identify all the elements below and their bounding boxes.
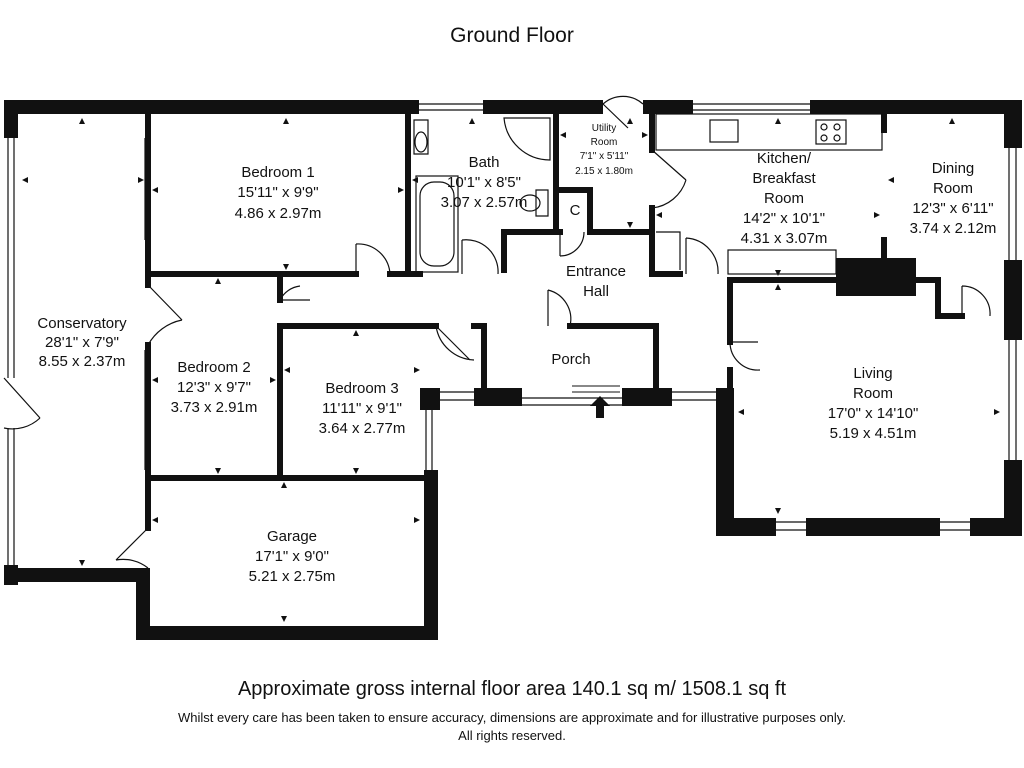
bath-name: Bath — [469, 154, 500, 171]
living-name-2: Room — [853, 385, 893, 402]
conservatory-name: Conservatory — [37, 315, 127, 332]
bedroom3-imperial: 11'11" x 9'1" — [322, 400, 402, 417]
exterior-walls — [4, 100, 1022, 640]
porch-name: Porch — [551, 351, 590, 368]
disclaimer-line-1: Whilst every care has been taken to ensu… — [178, 710, 846, 725]
utility-metric: 2.15 x 1.80m — [575, 166, 633, 177]
living-name-1: Living — [853, 365, 892, 382]
kitchen-name-1: Kitchen/ — [757, 150, 812, 167]
interior-walls — [145, 111, 965, 531]
bedroom1-name: Bedroom 1 — [241, 164, 314, 181]
kitchen-imperial: 14'2" x 10'1" — [743, 210, 825, 227]
kitchen-name-2: Breakfast — [752, 170, 816, 187]
bath-metric: 3.07 x 2.57m — [441, 194, 528, 211]
bedroom1-imperial: 15'11" x 9'9" — [237, 184, 318, 201]
fixtures — [413, 113, 883, 275]
garage-imperial: 17'1" x 9'0" — [255, 548, 329, 565]
conservatory-imperial: 28'1" x 7'9" — [45, 334, 119, 351]
dining-name-2: Room — [933, 180, 973, 197]
dining-metric: 3.74 x 2.12m — [910, 220, 997, 237]
bedroom3-metric: 3.64 x 2.77m — [319, 420, 406, 437]
living-imperial: 17'0" x 14'10" — [828, 405, 919, 422]
dining-imperial: 12'3" x 6'11" — [912, 200, 993, 217]
floor-area-text: Approximate gross internal floor area 14… — [237, 678, 787, 700]
entrance-name-1: Entrance — [566, 263, 626, 280]
disclaimer: Whilst every care has been taken to ensu… — [0, 709, 1024, 745]
dining-name-1: Dining — [932, 160, 975, 177]
kitchen-name-3: Room — [764, 190, 804, 207]
doors — [3, 95, 991, 569]
front-door-arrow — [572, 385, 620, 418]
disclaimer-line-2: All rights reserved. — [458, 728, 566, 743]
bedroom2-imperial: 12'3" x 9'7" — [177, 379, 251, 396]
bedroom1-metric: 4.86 x 2.97m — [235, 205, 322, 222]
bedroom3-name: Bedroom 3 — [325, 380, 398, 397]
cupboard-label: C — [570, 202, 581, 219]
garage-name: Garage — [267, 528, 317, 545]
utility-imperial: 7'1" x 5'11" — [580, 151, 629, 162]
kitchen-metric: 4.31 x 3.07m — [741, 230, 828, 247]
living-metric: 5.19 x 4.51m — [830, 425, 917, 442]
floor-title: Ground Floor — [450, 24, 574, 47]
dimension-ticks — [22, 118, 1000, 622]
conservatory-metric: 8.55 x 2.37m — [39, 353, 126, 370]
garage-metric: 5.21 x 2.75m — [249, 568, 336, 585]
utility-name-2: Room — [591, 137, 618, 148]
utility-name-1: Utility — [592, 123, 616, 134]
bedroom2-metric: 3.73 x 2.91m — [171, 399, 258, 416]
bedroom2-name: Bedroom 2 — [177, 359, 250, 376]
bath-imperial: 10'1" x 8'5" — [447, 174, 521, 191]
entrance-name-2: Hall — [583, 283, 609, 300]
